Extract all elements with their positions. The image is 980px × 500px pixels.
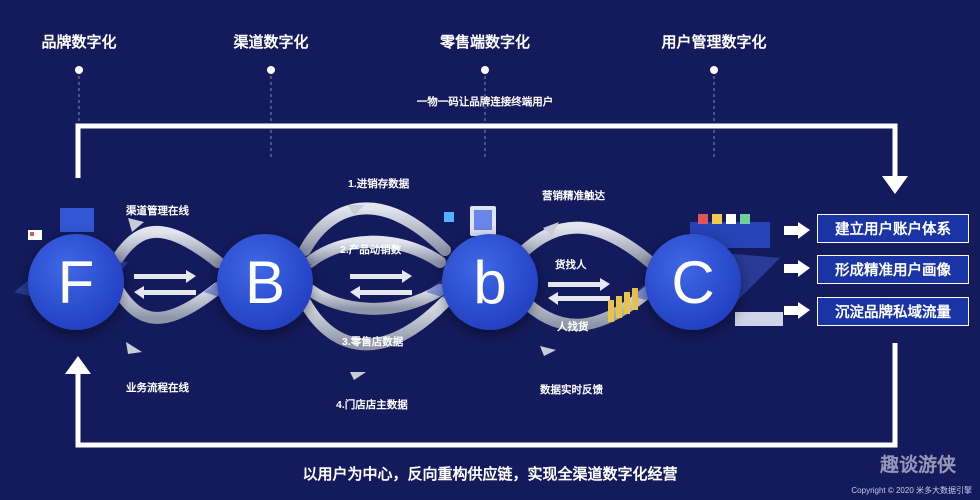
node-f: F — [28, 234, 124, 330]
copyright: Copyright © 2020 米多大数据引擎 — [851, 486, 972, 495]
label-marketing-reach: 营销精准触达 — [542, 190, 605, 202]
bottom-loop-arrow — [65, 356, 91, 374]
label-goods-find-people: 货找人 — [555, 259, 587, 271]
label-store-data: 3.零售店数据 — [342, 336, 404, 348]
label-inventory-data: 1.进销存数据 — [348, 178, 410, 190]
stage-title-retail: 零售端数字化 — [439, 34, 531, 51]
label-process-online: 业务流程在线 — [126, 382, 189, 394]
label-realtime-feedback: 数据实时反馈 — [540, 384, 603, 396]
result-private-traffic: 沉淀品牌私域流量 — [817, 297, 969, 326]
laptop-illustration — [28, 208, 94, 240]
stage-title-brand: 品牌数字化 — [41, 34, 117, 51]
phone-illustration — [444, 206, 496, 236]
label-people-find-goods: 人找货 — [557, 321, 589, 333]
stage-title-user: 用户管理数字化 — [661, 34, 767, 51]
node-c: C — [645, 234, 741, 330]
store-illustration — [608, 214, 783, 326]
label-owner-data: 4.门店店主数据 — [336, 399, 408, 411]
label-sales-data: 2.产品动销数 — [340, 244, 402, 256]
f-b-bands — [112, 225, 224, 324]
result-user-profile: 形成精准用户画像 — [817, 255, 969, 284]
result-arrows — [784, 222, 810, 319]
label-channel-online: 渠道管理在线 — [126, 205, 189, 217]
bottom-note: 以用户为中心，反向重构供应链，实现全渠道数字化经营 — [302, 466, 678, 483]
b-c-band-arrows — [540, 222, 559, 356]
timeline-lines — [78, 70, 715, 160]
b-b-band-arrows — [348, 205, 366, 380]
node-b-lower: b — [442, 234, 538, 330]
bottom-loop-line — [75, 343, 898, 448]
b-c-bands — [514, 221, 656, 331]
top-loop-arrow — [882, 176, 908, 194]
f-b-band-arrows — [126, 218, 144, 354]
watermark: 趣谈游侠 — [880, 455, 957, 476]
result-user-account: 建立用户账户体系 — [817, 214, 969, 243]
stage-title-channel: 渠道数字化 — [233, 34, 309, 51]
timeline-dots — [75, 66, 718, 74]
double-arrows — [134, 270, 610, 305]
node-b-upper: B — [217, 234, 313, 330]
top-note: 一物一码让品牌连接终端用户 — [416, 96, 554, 108]
top-loop-line — [75, 123, 898, 178]
